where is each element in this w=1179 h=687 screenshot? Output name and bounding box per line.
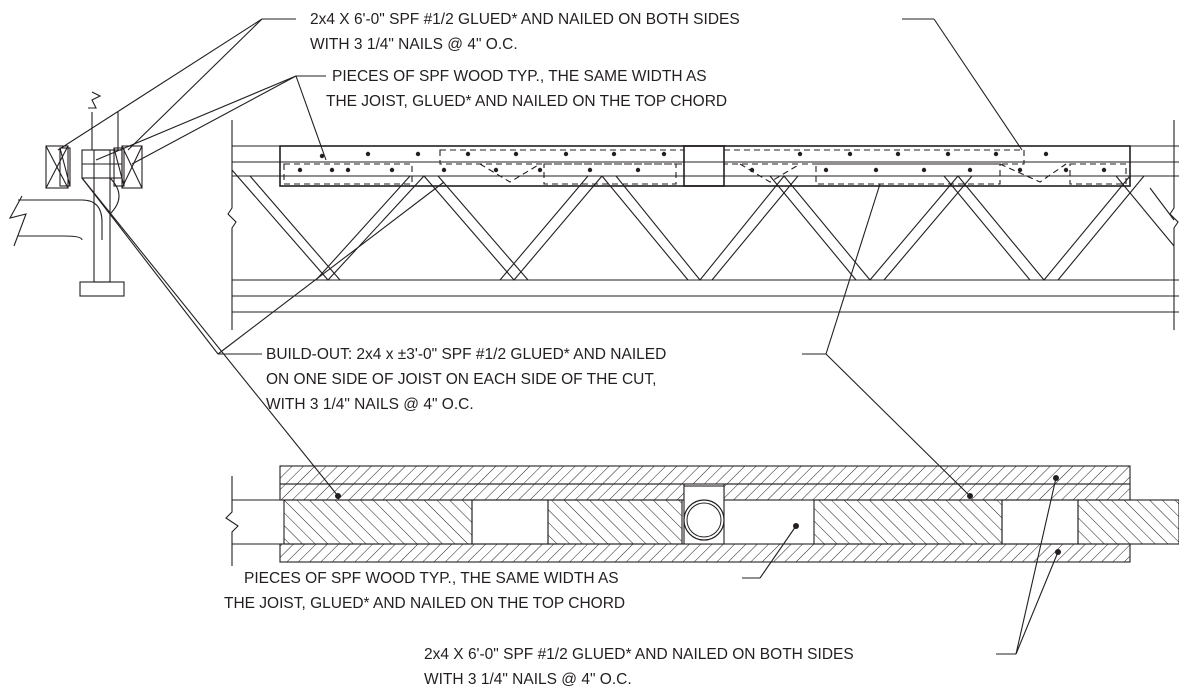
note-bottom-plate-line1: 2x4 X 6'-0" SPF #1/2 GLUED* AND NAILED O… [424,646,854,663]
plan-buildout-right [723,483,1131,501]
buildout-dashed [283,149,1127,185]
note-top-pieces-line1: PIECES OF SPF WOOD TYP., THE SAME WIDTH … [332,68,707,85]
elevation-break-right [1169,120,1179,330]
note-top-plate-line1: 2x4 X 6'-0" SPF #1/2 GLUED* AND NAILED O… [310,11,740,28]
reinforcement-plate-outline [279,145,1131,187]
note-bottom-pieces-line1: PIECES OF SPF WOOD TYP., THE SAME WIDTH … [244,570,619,587]
plan-view [225,465,1179,566]
section-plate-left [45,145,69,189]
note-top-pieces-line2: THE JOIST, GLUED* AND NAILED ON THE TOP … [326,93,727,110]
plan-top-plate [279,465,1131,485]
elevation-break-left [227,120,237,330]
annotation-notes: 2x4 X 6'-0" SPF #1/2 GLUED* AND NAILED O… [224,11,854,687]
section-bottom-chord [79,281,125,297]
note-buildout-line1: BUILD-OUT: 2x4 x ±3'-0" SPF #1/2 GLUED* … [266,346,666,363]
note-bottom-pieces-line2: THE JOIST, GLUED* AND NAILED ON THE TOP … [224,595,625,612]
truss-webs [231,169,1175,281]
nail-pattern [297,151,1107,173]
note-bottom-plate-line2: WITH 3 1/4" NAILS @ 4" O.C. [424,671,632,687]
plan-chord-piece [283,499,473,545]
section-view [8,91,143,297]
plan-buildout-left [279,483,685,501]
plan-chord-piece [547,499,683,545]
plan-chord-piece [813,499,1003,545]
note-buildout-line2: ON ONE SIDE OF JOIST ON EACH SIDE OF THE… [266,371,656,388]
plan-bottom-plate [279,543,1131,563]
note-top-plate-line2: WITH 3 1/4" NAILS @ 4" O.C. [310,36,518,53]
plan-pipe [683,499,725,541]
leader-lines [57,18,1059,655]
note-buildout-line3: WITH 3 1/4" NAILS @ 4" O.C. [266,396,474,413]
chord-cut-opening [683,145,725,187]
elevation-view [227,120,1179,330]
plan-break-left [225,476,239,566]
section-pipe [18,199,103,240]
plan-chord-piece [1077,499,1179,545]
